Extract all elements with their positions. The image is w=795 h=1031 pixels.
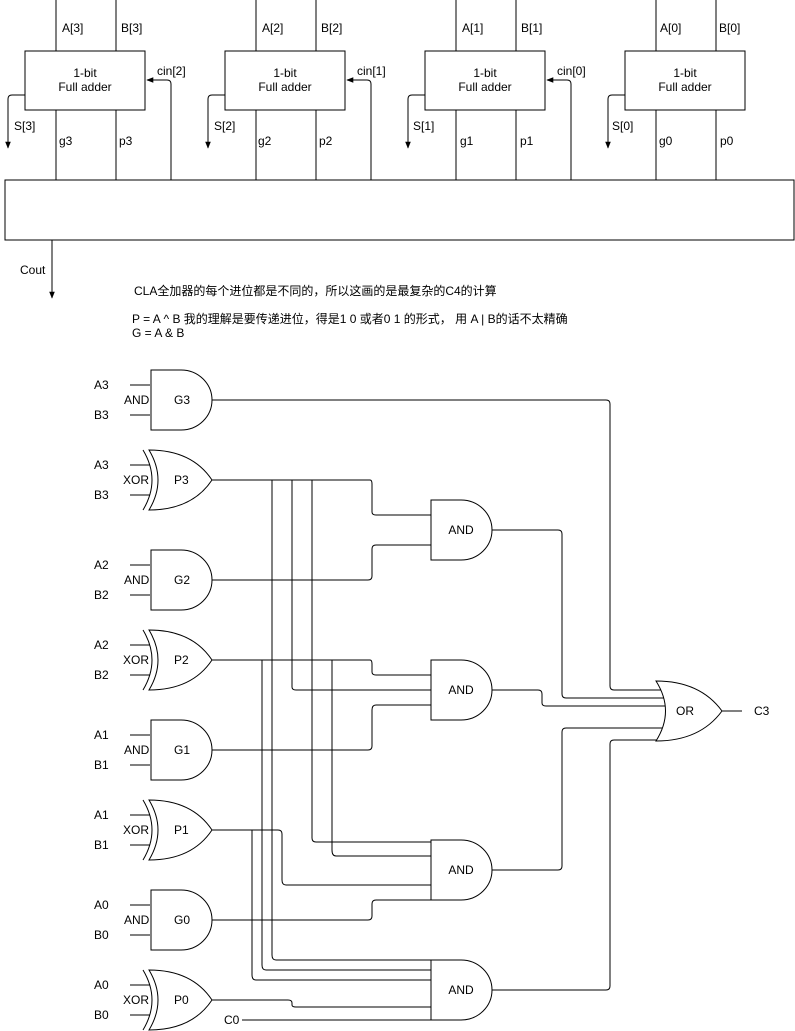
and-gate-2-label: AND <box>448 683 474 697</box>
full-adder-1-b-label: B[1] <box>521 21 542 35</box>
and-gate-g3-in2: B3 <box>94 408 109 422</box>
xor-gate-p3-kind: XOR <box>123 473 149 487</box>
and-gate-g1-name: G1 <box>174 743 190 757</box>
xor-gate-p3-name: P3 <box>174 473 189 487</box>
and-gate-g0-name: G0 <box>174 913 190 927</box>
and-gate-g1-in2: B1 <box>94 758 109 772</box>
c3-label: C3 <box>754 704 770 718</box>
or-gate: OR <box>655 680 723 742</box>
full-adder-3-g-label: g3 <box>59 134 73 148</box>
xor-gate-p1-kind: XOR <box>123 823 149 837</box>
xor-gate-p2: XOR P2 A2 B2 <box>94 629 213 691</box>
xor-gate-p2-in1: A2 <box>94 638 109 652</box>
full-adder-2-a-label: A[2] <box>262 21 283 35</box>
and-gate-g1-kind: AND <box>124 743 150 757</box>
full-adder-0-g-label: g0 <box>659 134 673 148</box>
xor-gate-p1-in2: B1 <box>94 838 109 852</box>
xor-gate-p1-in1: A1 <box>94 808 109 822</box>
full-adder-3-b-label: B[3] <box>121 21 142 35</box>
and-gate-g0-kind: AND <box>124 913 150 927</box>
and-gate-g1: AND G1 A1 B1 <box>94 719 213 781</box>
and-gate-1: AND <box>430 499 493 561</box>
full-adder-1-p-label: p1 <box>520 134 534 148</box>
and-gate-1-label: AND <box>448 523 474 537</box>
full-adder-0-box <box>624 50 746 111</box>
full-adder-1-title2: Full adder <box>458 80 511 94</box>
full-adder-3-sum-label: S[3] <box>14 119 35 133</box>
full-adder-3-title1: 1-bit <box>73 66 97 80</box>
full-adder-2-title2: Full adder <box>258 80 311 94</box>
xor-gate-p0-name: P0 <box>174 993 189 1007</box>
full-adder-2-box <box>224 50 346 111</box>
xor-gate-p3: XOR P3 A3 B3 <box>94 449 213 511</box>
c0-label: C0 <box>224 1013 240 1027</box>
full-adder-2-sum-label: S[2] <box>214 119 235 133</box>
full-adder-0-title2: Full adder <box>658 80 711 94</box>
xor-gate-p2-kind: XOR <box>123 653 149 667</box>
full-adder-1-cin-label: cin[0] <box>557 64 586 78</box>
full-adder-1-a-label: A[1] <box>462 21 483 35</box>
note-line-2: P = A ^ B 我的理解是要传递进位，得是1 0 或者0 1 的形式， 用 … <box>132 311 568 326</box>
full-adder-3-p-label: p3 <box>119 134 133 148</box>
full-adder-0-sum-label: S[0] <box>612 119 633 133</box>
note-line-3: G = A & B <box>132 326 184 340</box>
full-adder-2-cin-label: cin[1] <box>357 64 386 78</box>
full-adder-3-cin-label: cin[2] <box>157 64 186 78</box>
xor-gate-p0: XOR P0 A0 B0 <box>94 969 213 1031</box>
logic-wires <box>130 384 742 1021</box>
and-gate-g2-kind: AND <box>124 573 150 587</box>
note-line-1: CLA全加器的每个进位都是不同的，所以这画的是最复杂的C4的计算 <box>134 283 497 298</box>
and-gate-2: AND <box>430 659 493 721</box>
full-adder-3-title2: Full adder <box>58 80 111 94</box>
and-gate-3-label: AND <box>448 863 474 877</box>
full-adder-2-title1: 1-bit <box>273 66 297 80</box>
full-adder-1: 1-bit Full adder A[1] B[1] S[1] g1 p1 ci… <box>405 0 586 180</box>
full-adder-2-b-label: B[2] <box>321 21 342 35</box>
full-adder-3: 1-bit Full adder A[3] B[3] S[3] g3 p3 ci… <box>5 0 186 180</box>
xor-gate-p0-kind: XOR <box>123 993 149 1007</box>
full-adder-2-p-label: p2 <box>319 134 333 148</box>
full-adder-1-g-label: g1 <box>460 134 474 148</box>
full-adder-2: 1-bit Full adder A[2] B[2] S[2] g2 p2 ci… <box>205 0 386 180</box>
and-gate-g2-in1: A2 <box>94 558 109 572</box>
and-gate-g1-in1: A1 <box>94 728 109 742</box>
full-adder-1-sum-label: S[1] <box>413 119 434 133</box>
carry-lookahead-unit <box>4 179 795 241</box>
and-gate-g2-name: G2 <box>174 573 190 587</box>
or-gate-label: OR <box>676 704 694 718</box>
xor-gate-p1: XOR P1 A1 B1 <box>94 799 213 861</box>
full-adder-0-p-label: p0 <box>720 134 734 148</box>
full-adder-3-a-label: A[3] <box>62 21 83 35</box>
and-gate-g3-name: G3 <box>174 393 190 407</box>
xor-gate-p3-in2: B3 <box>94 488 109 502</box>
full-adder-3-box <box>24 50 146 111</box>
and-gate-g2-in2: B2 <box>94 588 109 602</box>
xor-gate-p1-name: P1 <box>174 823 189 837</box>
full-adder-2-g-label: g2 <box>258 134 272 148</box>
xor-gate-p2-name: P2 <box>174 653 189 667</box>
and-gate-4-label: AND <box>448 983 474 997</box>
and-gate-g0-in1: A0 <box>94 898 109 912</box>
xor-gate-p3-in1: A3 <box>94 458 109 472</box>
cout-label: Cout <box>20 263 46 277</box>
and-gate-g2: AND G2 A2 B2 <box>94 549 213 611</box>
and-gate-g3-in1: A3 <box>94 378 109 392</box>
full-adder-1-title1: 1-bit <box>473 66 497 80</box>
and-gate-g3-kind: AND <box>124 393 150 407</box>
full-adder-0-a-label: A[0] <box>660 21 681 35</box>
xor-gate-p0-in2: B0 <box>94 1008 109 1022</box>
xor-gate-p2-in2: B2 <box>94 668 109 682</box>
and-gate-3: AND <box>430 839 493 901</box>
full-adder-0-b-label: B[0] <box>719 21 740 35</box>
full-adder-0: 1-bit Full adder A[0] B[0] S[0] g0 p0 <box>605 0 746 180</box>
and-gate-g0: AND G0 A0 B0 <box>94 889 213 951</box>
xor-gate-p0-in1: A0 <box>94 978 109 992</box>
and-gate-g3: AND G3 A3 B3 <box>94 369 213 431</box>
full-adder-0-title1: 1-bit <box>673 66 697 80</box>
full-adder-1-box <box>424 50 546 111</box>
and-gate-g0-in2: B0 <box>94 928 109 942</box>
and-gate-4: AND <box>430 959 493 1021</box>
